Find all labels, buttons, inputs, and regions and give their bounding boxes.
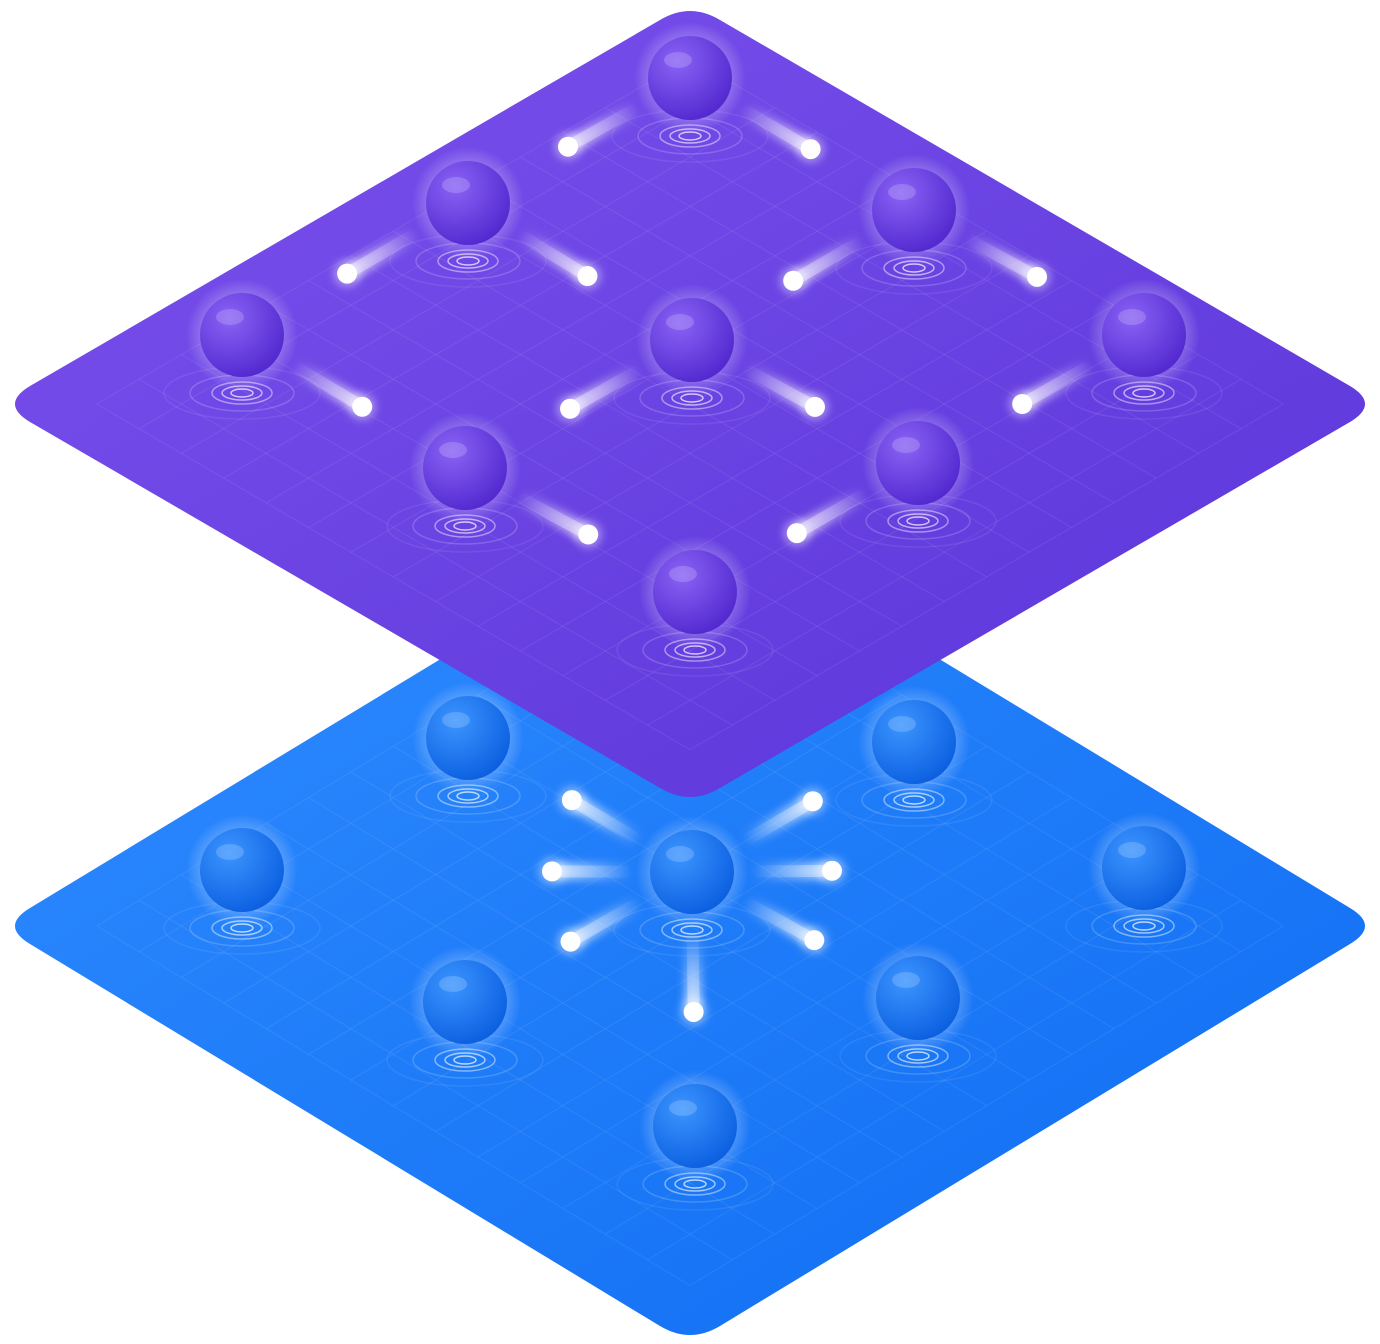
network-node [613, 284, 771, 425]
network-layer-blue [15, 517, 1365, 1335]
network-link [517, 230, 602, 291]
network-link [556, 364, 641, 423]
network-link [538, 857, 633, 886]
network-link [742, 787, 827, 847]
layer-plate [15, 11, 1365, 797]
network-link [743, 896, 829, 955]
network-node [839, 942, 997, 1083]
network-node [616, 1070, 774, 1211]
network-node [835, 686, 993, 827]
network-link [779, 235, 864, 295]
network-nodes [163, 22, 1223, 677]
network-link [743, 363, 829, 421]
network-link [333, 228, 418, 288]
network-node [613, 816, 771, 957]
network-node [386, 946, 544, 1087]
network-layer-purple [15, 11, 1365, 797]
network-node [835, 154, 993, 295]
network-links [292, 102, 1093, 549]
network-node [163, 814, 321, 955]
network-link [751, 856, 846, 885]
network-node [389, 682, 547, 823]
network-node [389, 147, 547, 288]
network-link [557, 786, 642, 846]
network-link [516, 491, 603, 549]
node-ripple [163, 901, 321, 955]
network-node [1065, 279, 1223, 420]
network-node [386, 412, 544, 553]
network-node [163, 279, 321, 420]
network-link [556, 897, 642, 956]
network-node [616, 536, 774, 677]
network-node [611, 22, 769, 163]
network-node [839, 407, 997, 548]
network-links [538, 786, 846, 1026]
network-link [740, 104, 825, 164]
network-link [292, 361, 377, 421]
network-node [1065, 812, 1223, 953]
network-link [1008, 360, 1093, 418]
network-nodes [163, 682, 1223, 1211]
network-link [965, 233, 1052, 291]
network-link [554, 102, 639, 161]
network-link [679, 931, 708, 1026]
network-link [782, 488, 868, 548]
